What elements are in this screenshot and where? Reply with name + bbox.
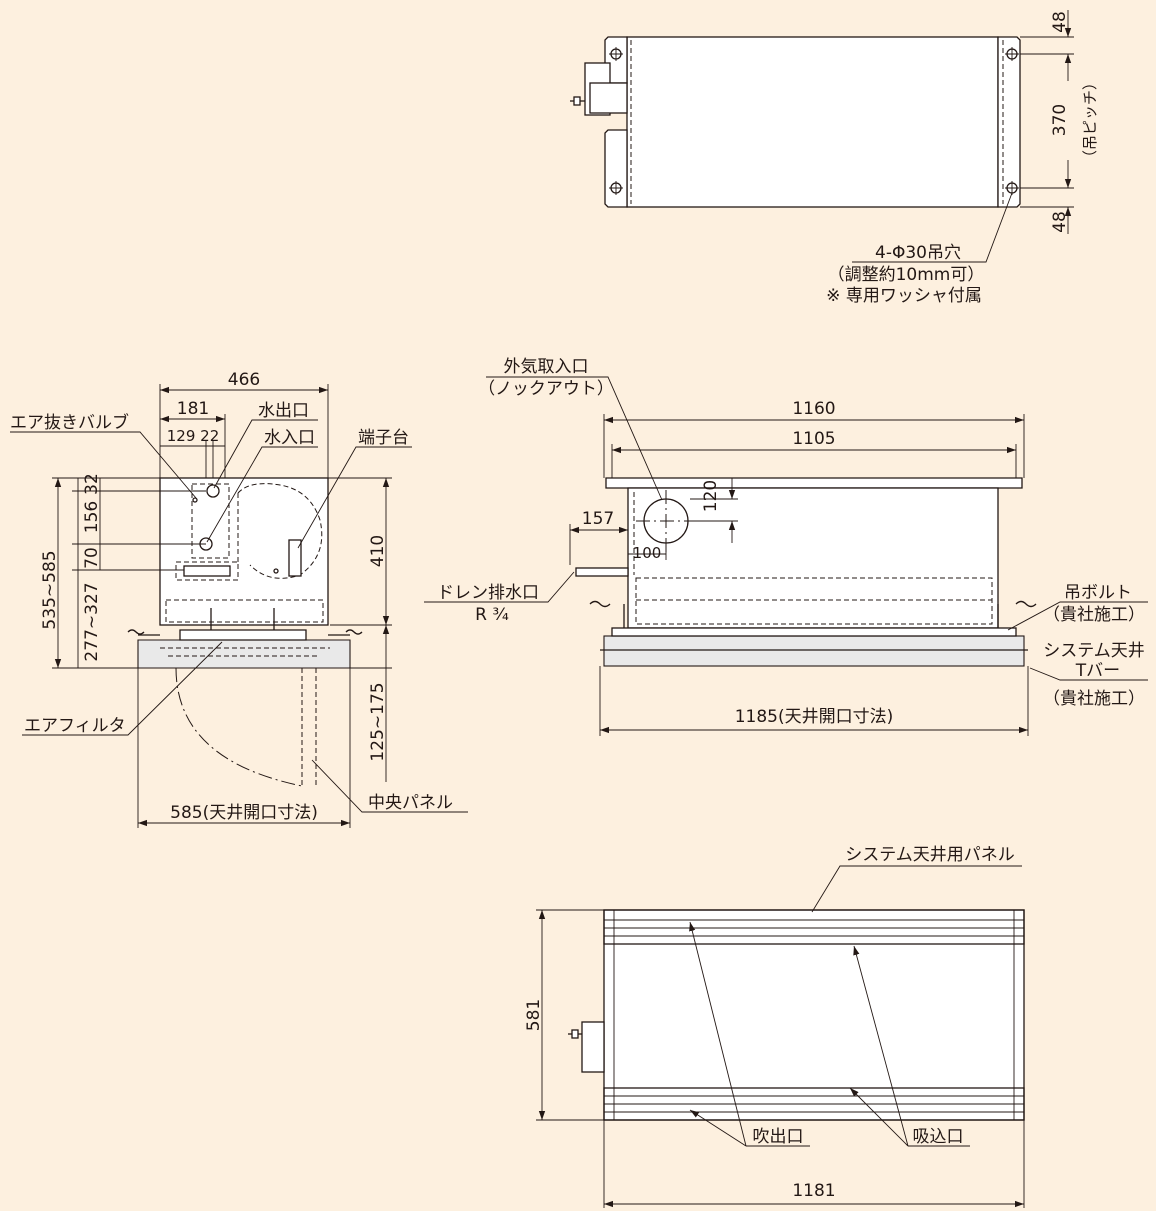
dim-585: 585(天井開口寸法) xyxy=(170,803,318,823)
drain-pan xyxy=(183,565,231,577)
front-view: 1160 1105 120 157 100 外気取入口 （ノックアウト） ドレン… xyxy=(424,357,1148,736)
filter-frame xyxy=(179,629,307,641)
label-drain-size: R ³⁄₄ xyxy=(475,605,509,625)
left-flange-lower xyxy=(604,129,628,208)
leader-hanging-bolt xyxy=(1007,601,1148,631)
dim-125-175: 125~175 xyxy=(368,682,388,761)
leader-air-vent xyxy=(10,431,197,499)
dim-48-top: 48 xyxy=(1050,11,1070,33)
coil-box xyxy=(191,483,230,559)
label-water-in: 水入口 xyxy=(264,428,315,448)
unit-body-side xyxy=(159,477,329,626)
dim-466: 466 xyxy=(228,370,260,390)
drain-stub xyxy=(575,567,629,577)
dim-1185: 1185(天井開口寸法) xyxy=(735,707,894,727)
dim-70: 70 xyxy=(82,547,102,569)
label-outlet: 吹出口 xyxy=(753,1127,804,1147)
pipe-box-inner xyxy=(589,82,628,114)
terminal-block xyxy=(288,539,302,577)
dim-100: 100 xyxy=(633,544,662,562)
dim-1105: 1105 xyxy=(792,429,835,449)
dim-120: 120 xyxy=(701,480,721,512)
leader-fresh-air xyxy=(486,376,663,501)
dim-535-585: 535~585 xyxy=(40,550,60,629)
label-terminal: 端子台 xyxy=(358,428,409,448)
dim-277-327: 277~327 xyxy=(82,582,102,661)
leader-t-bar xyxy=(1029,667,1148,681)
label-t-bar: Tバー xyxy=(1075,661,1120,681)
dim-48-bottom: 48 xyxy=(1050,211,1070,233)
label-fresh-air: 外気取入口 xyxy=(504,357,589,377)
label-air-filter: エアフィルタ xyxy=(24,716,126,736)
leader-water-out xyxy=(213,419,318,489)
top-view: 48 370 （吊ピッチ） 48 4-Φ30吊穴 （調整約10mm可） ※ 専用… xyxy=(570,10,1099,306)
leader-drain xyxy=(424,571,575,603)
label-system-ceiling: システム天井 xyxy=(1043,641,1145,661)
label-by-client-2: （貴社施工） xyxy=(1043,689,1145,709)
dim-1160: 1160 xyxy=(792,399,835,419)
dim-370: 370 xyxy=(1050,104,1070,136)
air-vent-valve xyxy=(192,497,198,503)
right-flange xyxy=(997,36,1021,208)
washer-note: ※ 専用ワッシャ付属 xyxy=(826,286,982,306)
leader-panel xyxy=(811,865,1022,913)
dim-129-22: 129 22 xyxy=(167,427,220,445)
dim-181: 181 xyxy=(177,399,209,419)
side-view: 466 181 129 22 エア抜きバルブ 水出口 水入口 端子台 535~5… xyxy=(10,370,468,828)
ceiling-panel-front xyxy=(603,635,1025,667)
top-flange xyxy=(605,477,1023,489)
fan-scroll xyxy=(237,483,323,579)
hole-note: 4-Φ30吊穴 xyxy=(875,243,961,263)
outlet-grille-top xyxy=(603,909,1025,945)
label-hanging-bolt: 吊ボルト xyxy=(1064,583,1132,603)
leader-air-filter xyxy=(22,641,223,736)
leader-water-in xyxy=(206,446,318,543)
label-panel: システム天井用パネル xyxy=(845,845,1015,865)
dim-157: 157 xyxy=(582,509,614,529)
dim-1181: 1181 xyxy=(792,1181,835,1201)
panel-outer xyxy=(603,909,1025,1121)
dim-32: 32 xyxy=(82,473,102,495)
label-inlet: 吸込口 xyxy=(913,1127,964,1147)
label-air-vent: エア抜きバルブ xyxy=(10,412,129,433)
label-by-client-1: （貴社施工） xyxy=(1043,605,1145,625)
unit-body-front xyxy=(627,487,999,629)
unit-body-top xyxy=(626,36,999,208)
pipe-nut xyxy=(573,96,581,106)
label-drain: ドレン排水口 xyxy=(437,583,539,603)
leader-terminal xyxy=(297,446,412,549)
pipe-box-bottom xyxy=(581,1021,605,1073)
leader-center-panel xyxy=(311,759,468,813)
dim-156: 156 xyxy=(82,501,102,533)
dim-410: 410 xyxy=(368,535,388,567)
water-outlet-pipe xyxy=(206,484,220,498)
hole-adjust-note: （調整約10mm可） xyxy=(828,265,985,285)
hanging-holes xyxy=(609,47,1019,195)
label-water-out: 水出口 xyxy=(258,401,309,421)
dim-581: 581 xyxy=(524,999,544,1031)
dim-pitch-note: （吊ピッチ） xyxy=(1081,75,1099,165)
panel-swing-arc xyxy=(175,667,303,787)
bottom-view: システム天井用パネル 581 吹出口 吸込口 1181 xyxy=(524,845,1025,1208)
label-center-panel: 中央パネル xyxy=(368,793,453,813)
hole-leader xyxy=(852,192,1013,263)
label-knockout: （ノックアウト） xyxy=(478,379,614,399)
ceiling-panel-side xyxy=(137,639,351,669)
